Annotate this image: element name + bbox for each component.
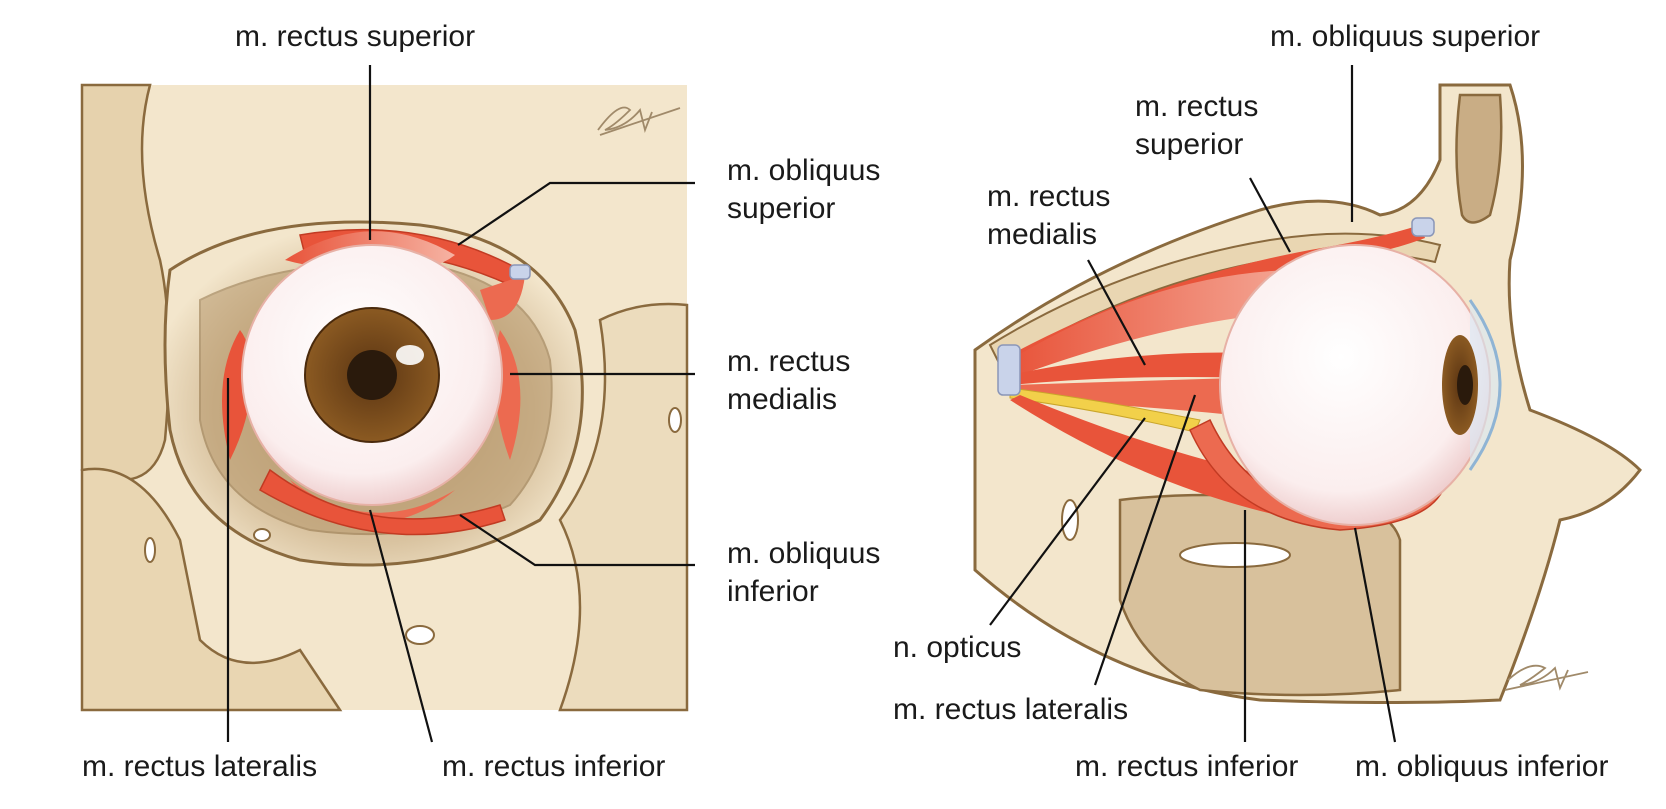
- label-right-obliquus-inferior: m. obliquus inferior: [1355, 750, 1609, 783]
- label-right-rectus-lateralis: m. rectus lateralis: [893, 693, 1129, 726]
- left-right-bone: [558, 302, 689, 712]
- leader-left-obliquus-inferior: [459, 514, 695, 567]
- right-annulus-tendon: [997, 344, 1021, 396]
- label-right-rectus-medialis-line2: medialis: [987, 218, 1098, 251]
- label-left-obliquus-superior-line1: m. obliquus: [727, 154, 881, 187]
- right-sinus-opening: [1179, 542, 1291, 568]
- label-left-obliquus-superior-line2: superior: [727, 192, 836, 225]
- leader-right-obliquus-inferior: [1353, 527, 1397, 743]
- leader-right-rectus-lateralis: [1093, 394, 1197, 686]
- left-foramen-2: [144, 537, 156, 563]
- label-left-rectus-lateralis: m. rectus lateralis: [82, 750, 318, 783]
- leader-right-rectus-medialis: [1087, 259, 1146, 366]
- right-pupil: [1457, 365, 1473, 405]
- left-eye-highlight: [396, 345, 424, 365]
- label-right-opticus: n. opticus: [893, 631, 1022, 664]
- label-right-rectus-superior-line1: m. rectus: [1135, 90, 1259, 123]
- left-foramen-4: [253, 528, 271, 542]
- left-obliquus-inferior-muscle: [259, 468, 506, 536]
- left-foramen-3: [405, 625, 435, 645]
- label-left-rectus-medialis-line1: m. rectus: [727, 345, 851, 378]
- label-left-obliquus-inferior-line2: inferior: [727, 575, 819, 608]
- left-obliquus-superior-tendon-muscle: [480, 275, 525, 320]
- label-left-rectus-superior: m. rectus superior: [235, 20, 476, 53]
- leader-right-rectus-superior: [1249, 177, 1291, 253]
- label-left-rectus-inferior: m. rectus inferior: [442, 750, 666, 783]
- right-foramen: [1061, 499, 1079, 541]
- left-artist-signature: [597, 106, 681, 136]
- leader-left-obliquus-superior: [457, 181, 695, 246]
- left-foramen-1: [668, 407, 682, 433]
- left-lower-bone: [80, 467, 343, 712]
- label-right-rectus-medialis-line1: m. rectus: [987, 180, 1111, 213]
- left-pupil: [347, 350, 397, 400]
- leader-right-opticus: [989, 417, 1146, 626]
- label-left-rectus-medialis-line2: medialis: [727, 383, 838, 416]
- right-trochlea: [1411, 217, 1435, 237]
- label-right-obliquus-superior: m. obliquus superior: [1270, 20, 1541, 53]
- right-artist-signature: [1504, 664, 1589, 691]
- leader-left-rectus-inferior: [368, 509, 434, 743]
- right-frontal-sinus: [1455, 93, 1503, 224]
- left-anterior-view: [80, 83, 689, 712]
- left-trochlea: [509, 264, 531, 280]
- label-left-obliquus-inferior-line1: m. obliquus: [727, 537, 881, 570]
- label-right-rectus-inferior: m. rectus inferior: [1075, 750, 1299, 783]
- right-cornea: [1468, 299, 1502, 471]
- label-right-rectus-superior-line2: superior: [1135, 128, 1244, 161]
- leader-lines: [226, 65, 1397, 743]
